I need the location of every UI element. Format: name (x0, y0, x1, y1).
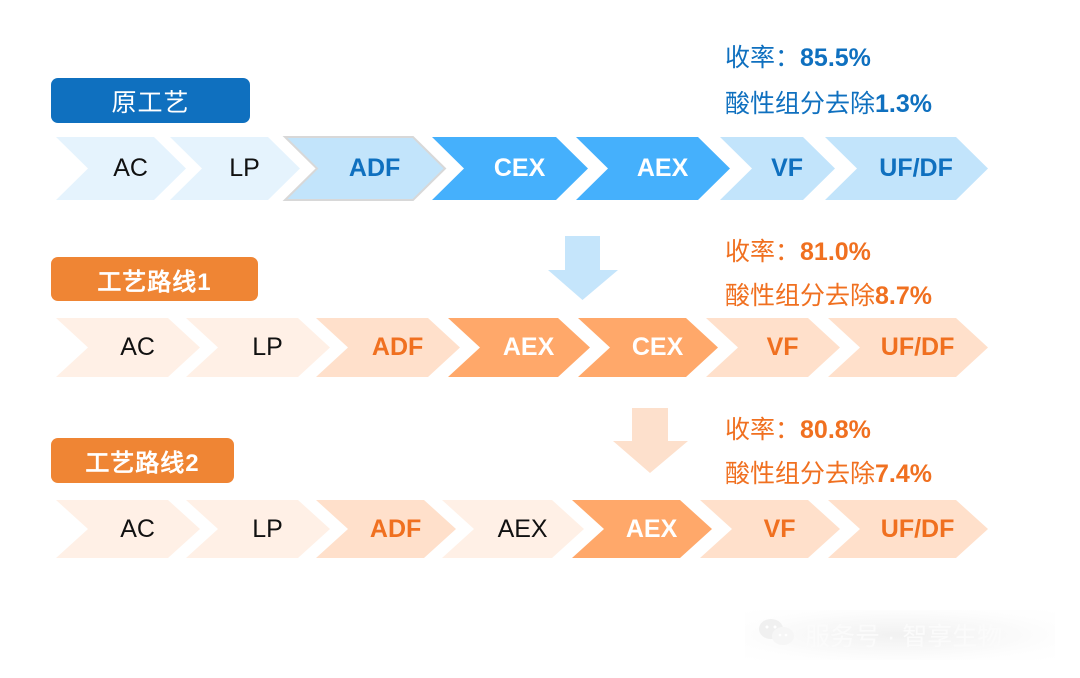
process-step-label: AC (120, 333, 155, 361)
metrics-route1-acid: 酸性组分去除8.7% (725, 276, 932, 312)
process-step-chevron (720, 137, 835, 200)
process-step-chevron (828, 500, 988, 558)
process-step-label: VF (771, 154, 804, 182)
process-step-chevron (186, 318, 330, 377)
process-step-label: VF (763, 514, 796, 543)
acid-removal-label: 酸性组分去除 (725, 282, 876, 310)
process-step-label: UF/DF (880, 333, 955, 361)
route-badge-label: 原工艺 (111, 88, 190, 117)
down-arrow-icon (548, 236, 618, 300)
down-arrow-icon (613, 408, 688, 473)
process-step-chevron (578, 318, 718, 377)
yield-value: 81.0% (800, 238, 871, 266)
process-step-label: AEX (625, 514, 678, 543)
process-step-label: AEX (497, 514, 548, 543)
process-step-chevron (825, 137, 988, 200)
process-step-chevron (282, 136, 447, 201)
route-badge-label: 工艺路线2 (85, 450, 200, 477)
process-step-chevron (432, 137, 588, 200)
process-step-label: AC (113, 154, 148, 182)
process-step-chevron (448, 318, 590, 377)
acid-removal-value: 7.4% (875, 460, 932, 488)
process-step-label: UF/DF (880, 514, 955, 543)
acid-removal-value: 1.3% (875, 90, 932, 118)
process-step-label: ADF (348, 154, 401, 182)
acid-removal-label: 酸性组分去除 (725, 460, 876, 488)
metrics-original-yield: 收率：85.5% (725, 38, 871, 74)
route-badge-original: 原工艺 (51, 78, 250, 123)
process-step-label: LP (252, 514, 283, 543)
process-step-chevron (316, 318, 460, 377)
metrics-original-acid: 酸性组分去除1.3% (725, 84, 932, 120)
process-step-chevron (316, 500, 456, 558)
acid-removal-label: 酸性组分去除 (725, 90, 876, 118)
process-step-label: CEX (493, 154, 546, 182)
process-step-chevron (56, 500, 200, 558)
wechat-icon (757, 616, 797, 655)
metrics-route1-yield: 收率：81.0% (725, 232, 871, 268)
process-step-label: LP (229, 154, 260, 182)
process-step-chevron (828, 318, 988, 377)
process-step-chevron (700, 500, 840, 558)
yield-value: 85.5% (800, 44, 871, 72)
route-badge-route2: 工艺路线2 (51, 438, 234, 483)
process-step-chevron (186, 500, 330, 558)
process-step-chevron (572, 500, 712, 558)
yield-label: 收率： (725, 416, 801, 444)
process-step-label: AEX (636, 154, 689, 182)
process-step-label: LP (252, 333, 283, 361)
process-step-label: AC (120, 514, 155, 543)
process-step-label: CEX (631, 333, 684, 361)
metrics-route2-acid: 酸性组分去除7.4% (725, 454, 932, 490)
process-step-label: AEX (502, 333, 555, 361)
process-step-chevron (576, 137, 730, 200)
process-step-chevron (170, 137, 300, 200)
yield-value: 80.8% (800, 416, 871, 444)
process-step-label: VF (766, 333, 799, 361)
watermark-text: 服务号 · 智享生物 (805, 623, 1003, 651)
process-step-chevron (56, 318, 200, 377)
yield-label: 收率： (725, 44, 801, 72)
route-badge-route1: 工艺路线1 (51, 257, 258, 301)
route-badge-label: 工艺路线1 (97, 268, 212, 296)
process-step-label: UF/DF (879, 154, 953, 182)
process-step-chevron (706, 318, 840, 377)
process-step-chevron (442, 500, 584, 558)
acid-removal-value: 8.7% (875, 282, 932, 310)
process-step-chevron (56, 137, 186, 200)
yield-label: 收率： (725, 238, 801, 266)
watermark: 服务号 · 智享生物 (745, 610, 1055, 660)
process-step-label: ADF (371, 333, 424, 361)
metrics-route2-yield: 收率：80.8% (725, 410, 871, 446)
process-step-label: ADF (369, 514, 422, 543)
